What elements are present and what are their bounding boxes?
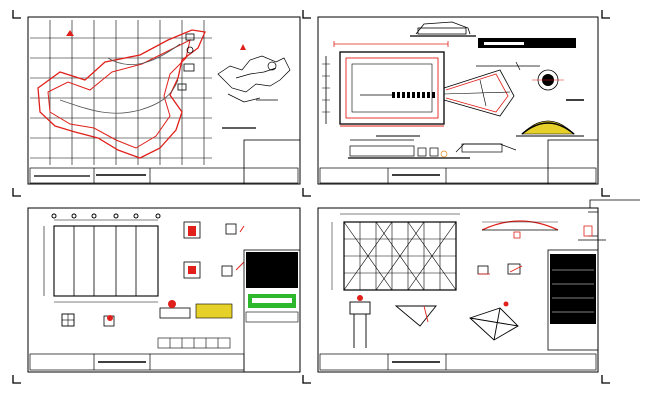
title-block bbox=[547, 139, 599, 185]
north-arrow-icon bbox=[66, 30, 74, 36]
elevation-top bbox=[410, 21, 476, 37]
title-strip bbox=[29, 167, 299, 184]
dome-plan bbox=[532, 69, 564, 91]
legend-block bbox=[243, 249, 301, 373]
sheet-border bbox=[27, 207, 301, 373]
column-details bbox=[61, 300, 233, 327]
side-elevation bbox=[476, 61, 584, 101]
north-arrow-small-icon bbox=[240, 44, 246, 50]
truss-elevation bbox=[481, 220, 559, 239]
title-strip bbox=[29, 353, 245, 371]
sheet-border bbox=[317, 16, 599, 185]
site-plan-sheet bbox=[27, 16, 301, 185]
fan-wing bbox=[443, 69, 515, 117]
roof-section-bar bbox=[478, 38, 576, 48]
space-frame-grid bbox=[331, 213, 460, 291]
crop-marks bbox=[12, 10, 610, 384]
site-grid bbox=[30, 20, 212, 165]
title-block bbox=[243, 139, 301, 185]
dimension-line-top bbox=[333, 41, 449, 47]
legend-block bbox=[547, 249, 599, 351]
footing-details bbox=[183, 221, 245, 279]
location-map bbox=[217, 55, 291, 103]
roof-framing-sheet bbox=[27, 207, 301, 373]
site-boundary-inner bbox=[47, 39, 191, 149]
framing-plan bbox=[43, 213, 161, 303]
stadium-plan-sheet bbox=[317, 16, 599, 185]
front-elevation bbox=[348, 139, 517, 159]
node-sections bbox=[349, 295, 519, 348]
title-strip bbox=[319, 353, 597, 371]
site-road bbox=[59, 79, 179, 114]
site-boundary-red bbox=[37, 29, 206, 159]
spectator-seats bbox=[360, 92, 435, 98]
stadium-plan bbox=[322, 51, 445, 127]
schedule-table bbox=[157, 337, 231, 349]
arch-section bbox=[516, 120, 584, 137]
truss-detail-sheet bbox=[317, 199, 640, 373]
site-structures bbox=[177, 33, 195, 91]
title-strip bbox=[319, 167, 597, 184]
site-road bbox=[107, 43, 181, 65]
sheet-border bbox=[27, 16, 301, 185]
connection-details bbox=[477, 199, 640, 275]
